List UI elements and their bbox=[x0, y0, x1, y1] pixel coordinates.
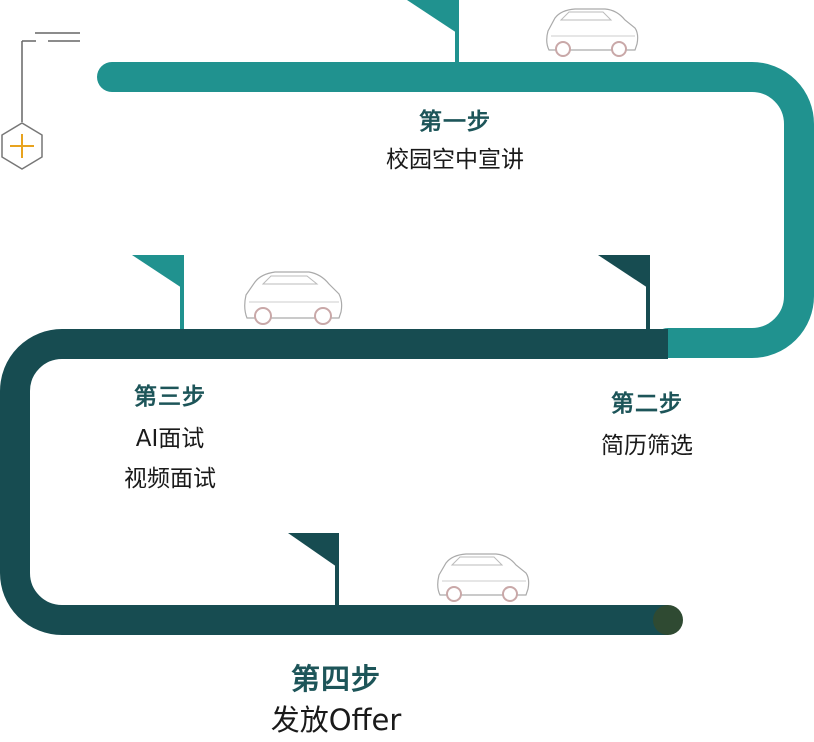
step-3-title: 第三步 bbox=[134, 384, 206, 410]
road-segment-2 bbox=[0, 329, 668, 635]
flag-icon bbox=[407, 0, 459, 62]
car-icon bbox=[244, 271, 343, 325]
step-3-line-2: 视频面试 bbox=[124, 466, 216, 492]
step-1-title: 第一步 bbox=[419, 109, 491, 135]
car-icon bbox=[437, 553, 530, 602]
step-2-line-1: 简历筛选 bbox=[601, 433, 693, 459]
flag-icon bbox=[598, 255, 650, 329]
step-4-title: 第四步 bbox=[290, 662, 381, 696]
flag-icon bbox=[132, 255, 184, 329]
step-3-block: 第三步 AI面试 视频面试 bbox=[90, 377, 250, 499]
step-1-block: 第一步 校园空中宣讲 bbox=[355, 102, 555, 180]
step-3-line-1: AI面试 bbox=[135, 426, 205, 452]
step-1-line-1: 校园空中宣讲 bbox=[386, 147, 524, 173]
road-segment-1 bbox=[97, 62, 814, 358]
step-4-block: 第四步 发放Offer bbox=[226, 656, 446, 742]
step-2-title: 第二步 bbox=[611, 391, 683, 417]
step-4-line-1: 发放Offer bbox=[270, 703, 402, 737]
road-end-dot bbox=[653, 605, 683, 635]
plus-hexagon-icon bbox=[1, 32, 80, 170]
car-icon bbox=[546, 8, 639, 57]
step-2-block: 第二步 简历筛选 bbox=[567, 384, 727, 466]
flag-icon bbox=[288, 533, 339, 605]
